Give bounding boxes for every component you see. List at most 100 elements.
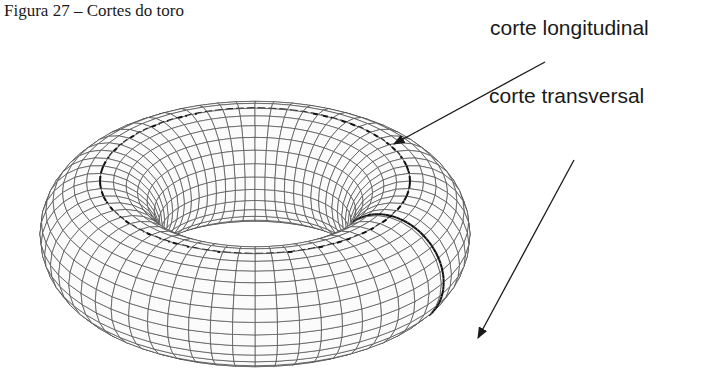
surface-patch (255, 108, 271, 116)
surface-patch (190, 291, 213, 307)
surface-patch (277, 333, 299, 346)
cut-line (438, 303, 440, 306)
surface-patch (244, 164, 255, 178)
leader-line (478, 160, 574, 338)
surface-patch (255, 126, 268, 138)
surface-patch (213, 281, 235, 295)
surface-patch (255, 177, 265, 190)
cut-line (103, 161, 106, 166)
surface-patch (210, 333, 232, 346)
cut-line (99, 181, 101, 186)
surface-patch (233, 309, 255, 323)
surface-patch (266, 151, 278, 165)
surface-patch (265, 164, 276, 178)
cut-line (99, 176, 101, 181)
surface-patch (244, 150, 255, 164)
surface-patch (277, 320, 299, 334)
cut-line (178, 116, 188, 118)
surface-patch (235, 177, 245, 190)
cut-line (436, 252, 438, 256)
surface-patch (243, 137, 255, 150)
cut-line (382, 213, 386, 215)
surface-patch (255, 282, 276, 295)
cut-line (407, 191, 409, 196)
surface-patch (233, 295, 255, 309)
cut-line (393, 216, 397, 217)
surface-patch (255, 137, 267, 150)
surface-patch (237, 253, 255, 261)
cut-line (359, 232, 367, 236)
cut-line (323, 116, 333, 118)
cut-line (350, 124, 358, 127)
surface-patch (255, 200, 266, 209)
cut-line (442, 286, 444, 290)
cut-line (443, 282, 445, 286)
cut-line (429, 242, 431, 245)
surface-patch (233, 334, 255, 346)
surface-patch (239, 108, 255, 116)
surface-patch (255, 164, 266, 178)
surface-patch (244, 210, 255, 217)
surface-patch (276, 294, 298, 309)
cut-line (442, 271, 445, 275)
surface-patch (317, 288, 340, 305)
callout-label: corte longitudinal (490, 16, 649, 40)
cut-line (375, 213, 379, 215)
cut-line (426, 239, 429, 242)
cut-line (404, 221, 408, 223)
surface-patch (211, 307, 234, 322)
surface-patch (394, 189, 410, 197)
surface-patch (217, 260, 237, 271)
surface-patch (255, 253, 273, 261)
cut-line (397, 218, 401, 219)
cut-line (434, 249, 436, 253)
surface-patch (266, 210, 278, 218)
surface-patch (225, 178, 235, 192)
cut-line (130, 134, 137, 138)
surface-patch (277, 307, 300, 322)
cut-line (414, 227, 417, 230)
surface-patch (233, 151, 245, 165)
surface-patch (284, 179, 294, 193)
cut-line (374, 134, 381, 138)
cut-line (404, 161, 407, 166)
cut-line (423, 235, 426, 238)
surface-patch (101, 189, 117, 197)
cut-line (438, 256, 440, 260)
surface-patch (239, 248, 255, 253)
surface-patch (275, 281, 297, 295)
cut-line (371, 213, 374, 215)
surface-patch (236, 261, 255, 271)
surface-patch (255, 271, 275, 283)
figure-caption: Figura 27 – Cortes do toro (4, 1, 184, 21)
cut-line (397, 206, 401, 211)
surface-patch (207, 181, 217, 196)
surface-patch (225, 190, 235, 202)
surface-patch (274, 269, 295, 282)
surface-patch (235, 190, 245, 202)
surface-patch (255, 334, 277, 346)
surface-patch (396, 181, 410, 189)
cut-line (109, 206, 113, 211)
surface-patch (244, 200, 255, 209)
surface-patch (255, 150, 266, 164)
cut-line (442, 290, 445, 293)
surface-patch (233, 210, 245, 218)
surface-patch (255, 355, 277, 362)
surface-patch (170, 288, 193, 305)
surface-patch (265, 190, 275, 202)
surface-patch (132, 278, 154, 296)
cut-line (102, 166, 104, 171)
surface-patch (255, 116, 270, 126)
surface-patch (255, 295, 277, 309)
surface-patch (294, 181, 304, 196)
cut-line (124, 220, 130, 224)
cut-line (333, 241, 342, 244)
surface-patch (234, 282, 255, 295)
surface-patch (234, 164, 245, 178)
surface-patch (233, 322, 255, 335)
surface-patch (242, 126, 255, 138)
surface-patch (255, 322, 277, 335)
